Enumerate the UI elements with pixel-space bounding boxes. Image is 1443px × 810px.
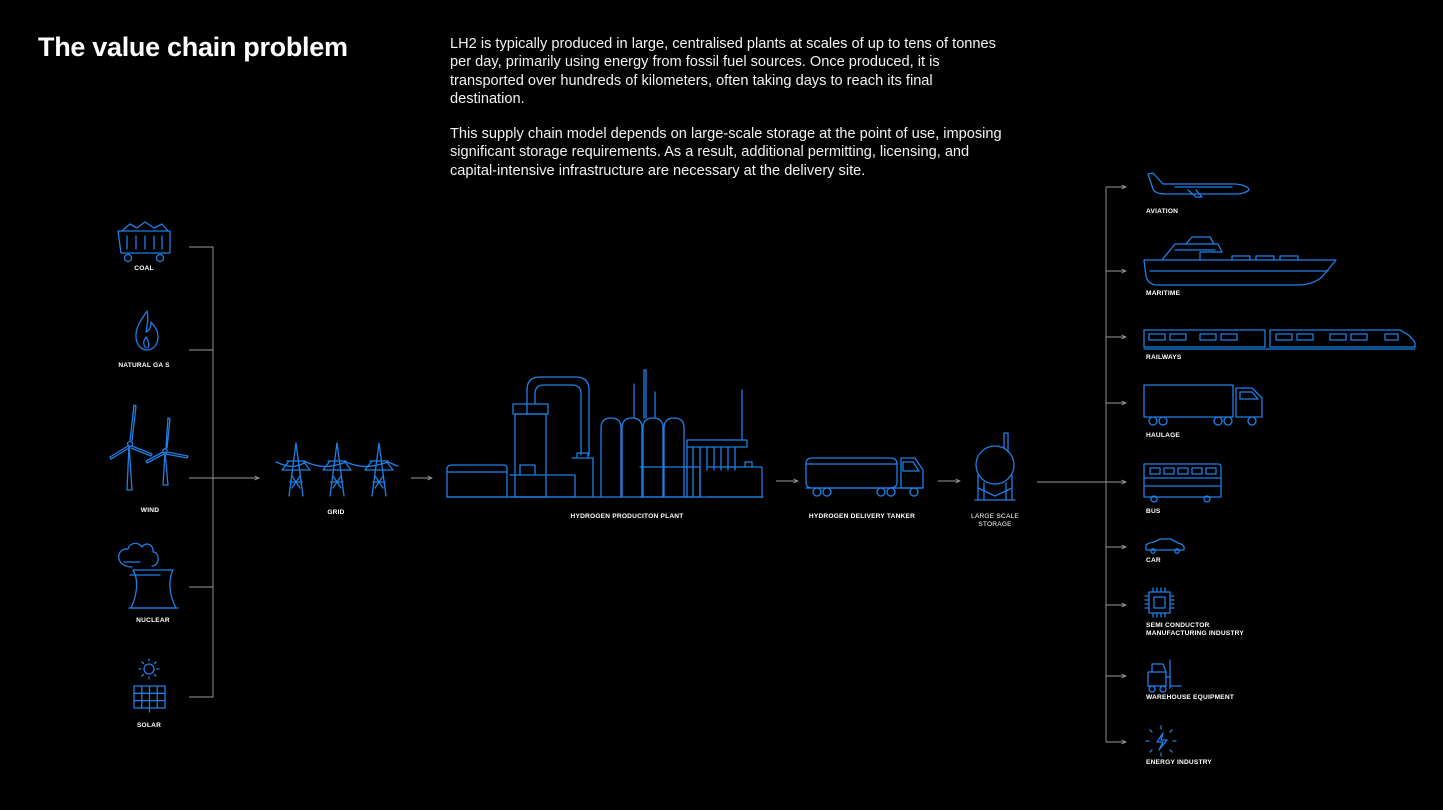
nuclear-plant-icon [118,542,179,609]
use-label-bus: BUS [1146,508,1161,515]
use-label-railways: RAILWAYS [1146,354,1182,361]
use-label-semiconductor-2: MANUFACTURING INDUSTRY [1146,630,1244,637]
ship-icon [1143,236,1337,286]
use-label-car: CAR [1146,557,1161,564]
train-icon [1143,329,1416,350]
uses-bracket [1037,187,1126,742]
tanker-label: HYDROGEN DELIVERY TANKER [808,513,916,520]
storage-tank-icon [974,432,1016,501]
car-icon [1145,538,1185,554]
source-label-coal: COAL [134,265,154,272]
flame-icon [135,310,159,351]
paragraph-1: LH2 is typically produced in large, cent… [450,36,996,107]
source-label-natural-gas: NATURAL GA S [118,362,170,369]
grid-label: GRID [327,509,345,516]
bus-icon [1143,463,1222,503]
lightning-icon [1145,725,1177,757]
use-label-haulage: HAULAGE [1146,432,1181,439]
intro-text: LH2 is typically produced in large, cent… [450,35,1010,197]
source-label-nuclear: NUCLEAR [136,617,170,624]
storage-label-line-1: LARGE SCALE [970,513,1020,520]
truck-icon [1143,384,1263,426]
page-title: The value chain problem [38,32,348,62]
forklift-icon [1147,659,1182,693]
microchip-icon [1144,587,1175,618]
hydrogen-plant-icon [446,369,764,498]
sources-bracket [189,246,259,698]
plant-label: HYDROGEN PRODUCITON PLANT [570,513,684,520]
source-label-wind: WIND [140,507,160,514]
source-label-solar: SOLAR [136,722,162,729]
solar-panel-icon [133,658,166,713]
airplane-icon [1147,172,1250,198]
use-label-energy: ENERGY INDUSTRY [1146,759,1213,766]
coal-cart-icon [117,221,171,263]
tanker-truck-icon [805,457,924,497]
power-pylon-icon [275,442,399,497]
use-label-semiconductor-1: SEMI CONDUCTOR [1146,622,1210,629]
storage-label-line-2: STORAGE [978,521,1012,528]
wind-turbine-icon [109,404,189,491]
use-label-warehouse: WAREHOUSE EQUIPMENT [1146,694,1235,701]
paragraph-2: This supply chain model depends on large… [450,126,1002,179]
use-label-aviation: AVIATION [1146,208,1179,215]
use-label-maritime: MARITIME [1146,290,1181,297]
